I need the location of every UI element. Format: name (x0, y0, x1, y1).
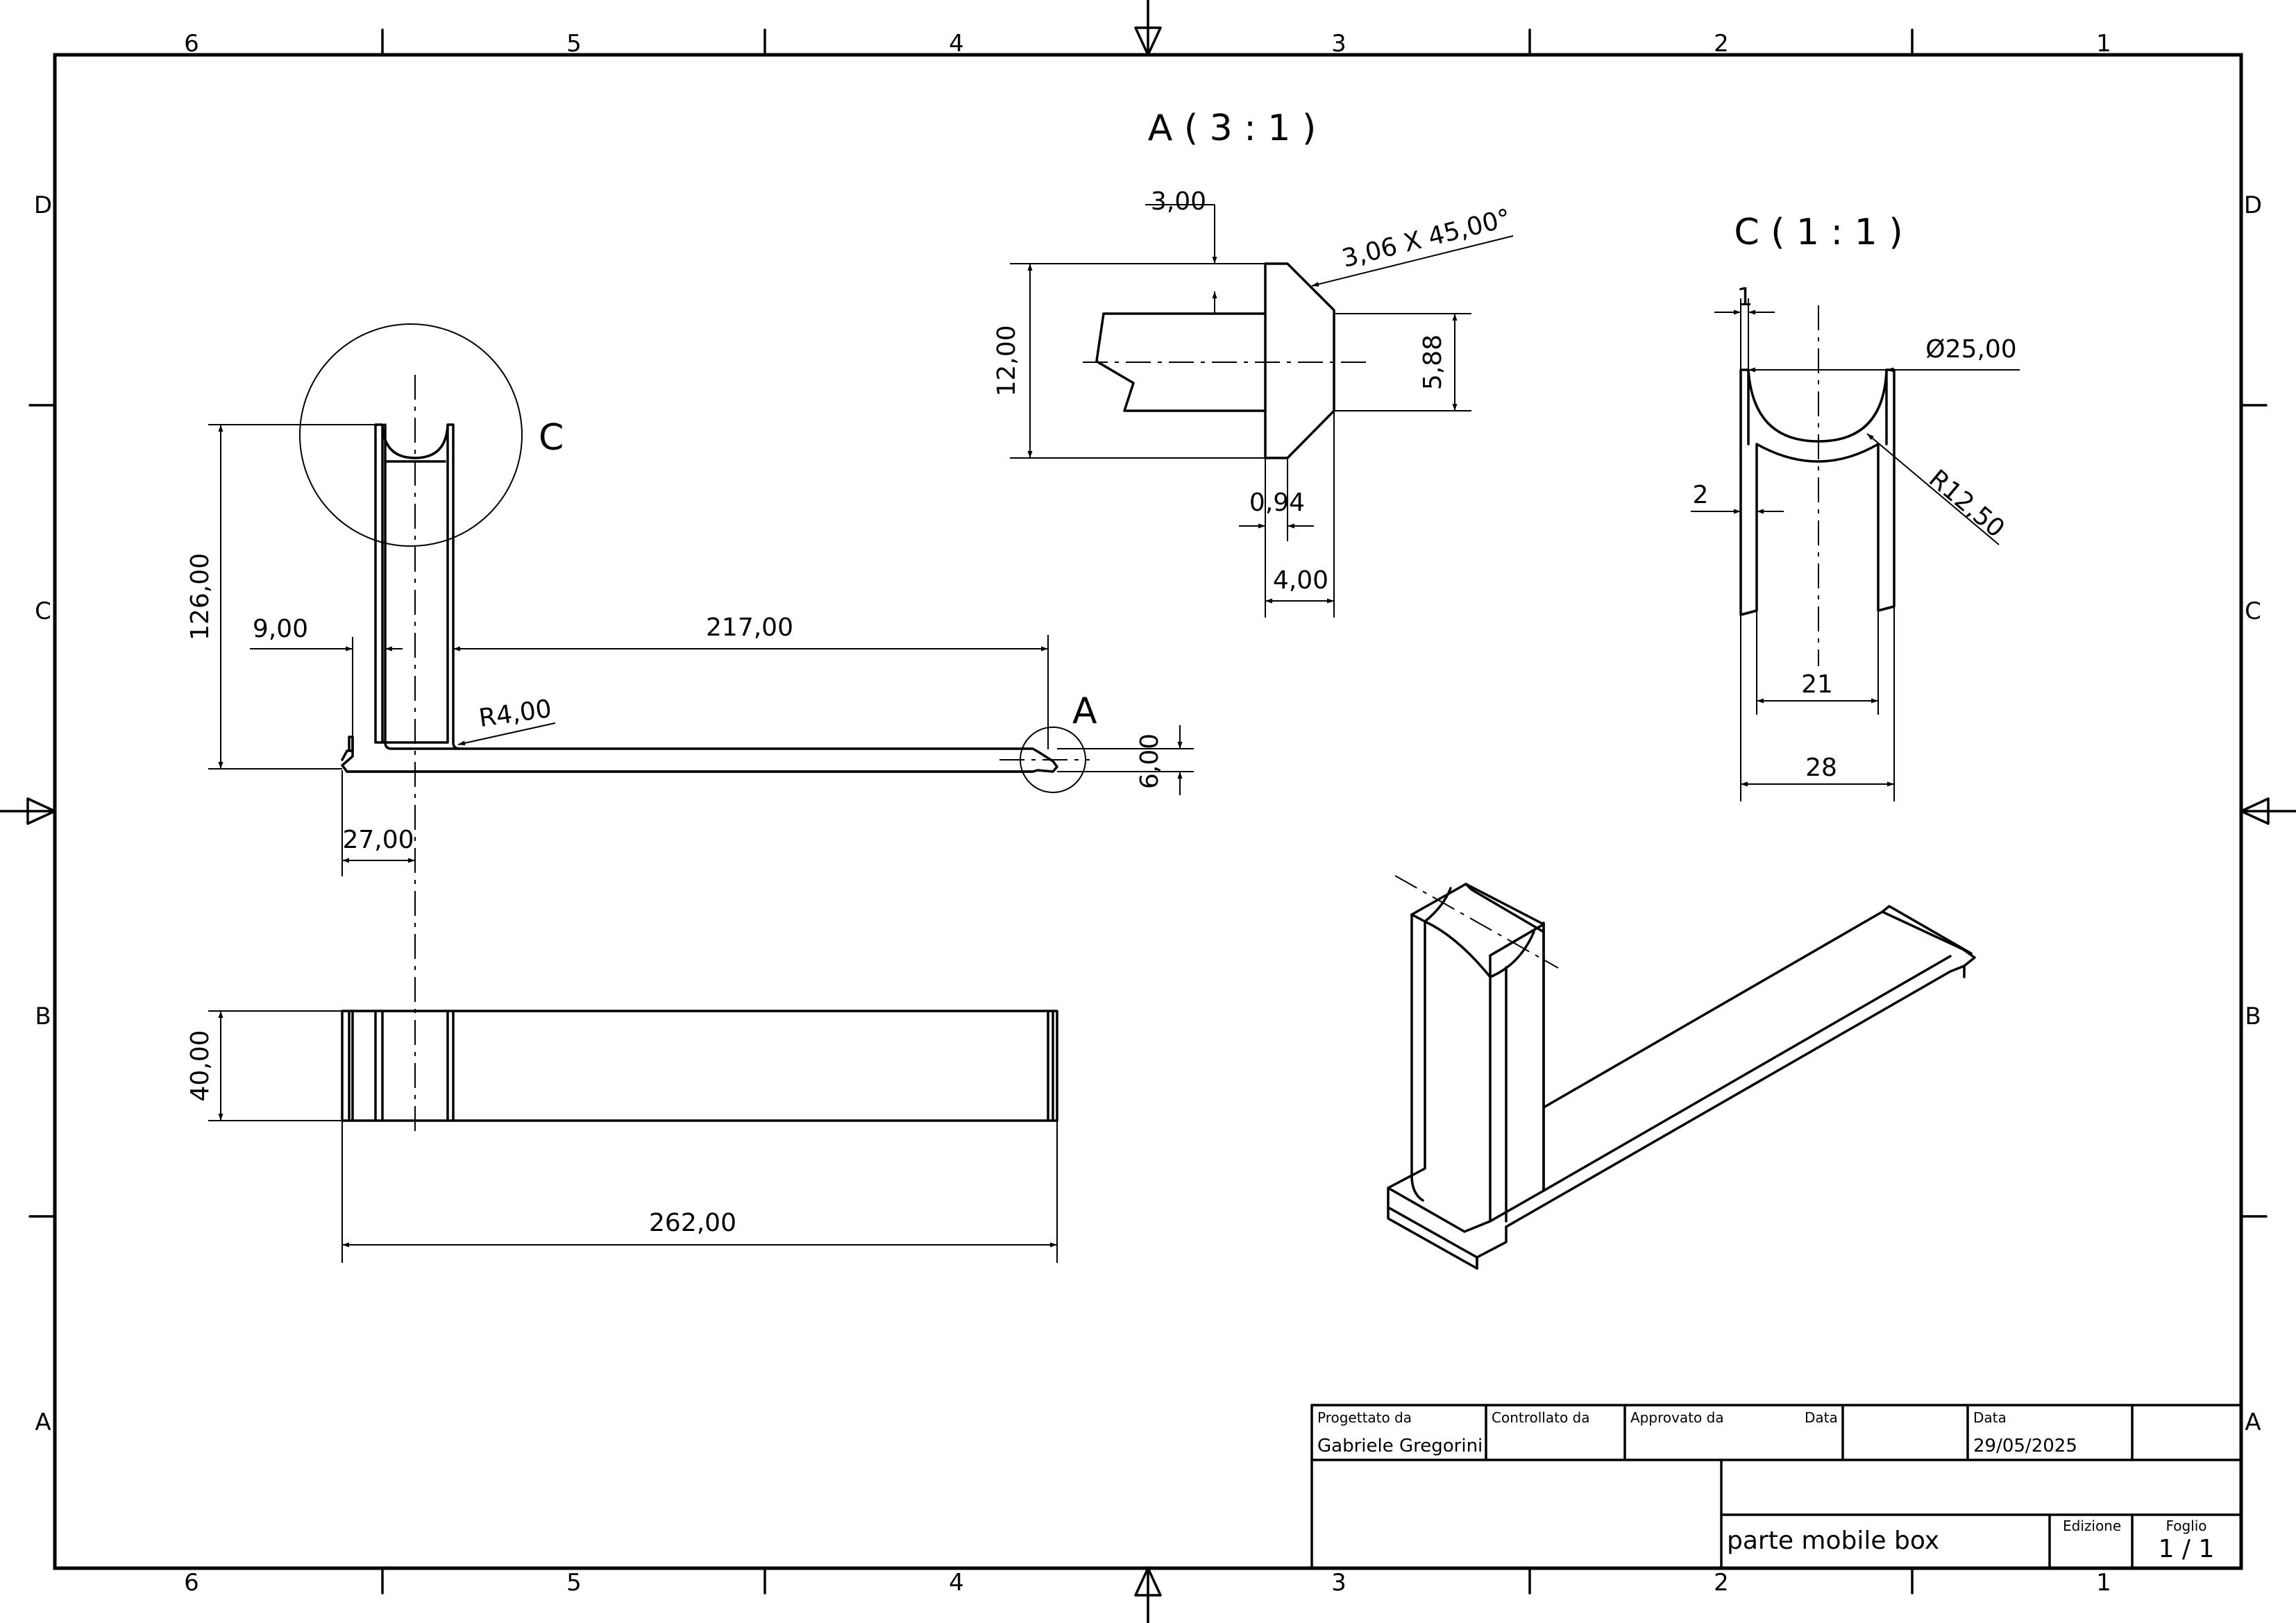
dim-offset: 27,00 (341, 770, 415, 876)
grid-column-label: 5 (566, 30, 582, 58)
grid-column-label: 4 (949, 30, 964, 58)
u-channel (374, 423, 461, 750)
edition-label: Edizione (2063, 1518, 2121, 1534)
drawing-title: parte mobile box (1727, 1527, 1939, 1555)
dim-label: 2 (1693, 481, 1709, 509)
dim-label: 9,00 (253, 615, 308, 643)
grid-column-label: 3 (1331, 1569, 1347, 1597)
detail-a-profile (1095, 262, 1335, 459)
dim-label: 40,00 (186, 1030, 214, 1101)
approved-by-label: Approvato da (1630, 1409, 1724, 1426)
column-labels-bottom: 6 5 4 3 2 1 (184, 1569, 2111, 1597)
dim-label: 27,00 (342, 826, 414, 854)
detail-c-marker: C (539, 417, 564, 459)
dim-length: 217,00 (453, 613, 1049, 749)
dim-label: 5,88 (1419, 334, 1447, 390)
dim-label: 1 (1737, 283, 1753, 312)
detail-c-circle (299, 323, 523, 547)
dim-overall-length: 262,00 (341, 1121, 1058, 1263)
detail-a-title: A ( 3 : 1 ) (1148, 108, 1316, 149)
dim-label: 12,00 (993, 325, 1021, 396)
dim-a-gap: 0,94 (1239, 458, 1314, 618)
dim-c-inner: 21 (1756, 611, 1879, 715)
grid-row-label: B (35, 1003, 51, 1030)
dim-label: 3,00 (1151, 187, 1206, 216)
designed-by-label: Progettato da (1317, 1409, 1412, 1426)
grid-column-label: 1 (2096, 30, 2111, 58)
detail-c-profile (1739, 368, 1896, 616)
dim-width: 40,00 (186, 1010, 342, 1121)
dim-label: 21 (1801, 670, 1833, 699)
dim-label: R12,50 (1923, 464, 2009, 543)
grid-column-label: 6 (184, 1569, 199, 1597)
grid-column-label: 2 (1714, 1569, 1729, 1597)
dim-a-top: 3,00 (1145, 187, 1217, 314)
row-labels-left: D C B A (34, 192, 52, 1436)
grid-row-label: D (2244, 192, 2262, 219)
detail-c-view: C ( 1 : 1 ) 1 Ø25,00 2 R12,50 (1691, 212, 2020, 801)
dim-thickness: 6,00 (1057, 725, 1194, 795)
dim-label: 3,06 X 45,00° (1340, 204, 1514, 273)
grid-column-label: 4 (949, 1569, 964, 1597)
grid-column-label: 1 (2096, 1569, 2111, 1597)
date-label: Data (1973, 1409, 2007, 1426)
designed-by-value: Gabriele Gregorini (1317, 1436, 1483, 1456)
front-view: C A 126,00 9,00 217,00 R4,00 (186, 323, 1194, 1131)
checked-by-label: Controllato da (1492, 1409, 1590, 1426)
column-labels-top: 6 5 4 3 2 1 (184, 30, 2111, 58)
approved-date-label: Data (1805, 1409, 1838, 1426)
dim-wall: 9,00 (250, 615, 403, 736)
grid-row-label: A (2245, 1409, 2261, 1436)
grid-column-label: 3 (1331, 30, 1347, 58)
dim-label: Ø25,00 (1925, 335, 2016, 364)
dim-c-diameter: Ø25,00 (1748, 335, 2020, 373)
top-view: 40,00 262,00 (186, 1010, 1058, 1263)
grid-row-label: C (35, 597, 51, 625)
dim-label: 6,00 (1136, 733, 1164, 789)
dim-label: R4,00 (477, 695, 553, 733)
front-view-profile (341, 423, 1058, 773)
dim-a-depth: 4,00 (1265, 411, 1335, 618)
isometric-view (1387, 875, 1976, 1270)
row-labels-right: D C B A (2244, 192, 2262, 1436)
grid-row-label: A (35, 1409, 51, 1436)
dim-label: 4,00 (1273, 566, 1328, 595)
dim-a-chamfer: 3,06 X 45,00° (1311, 204, 1514, 287)
dim-label: 262,00 (649, 1209, 736, 1237)
detail-c-title: C ( 1 : 1 ) (1734, 212, 1902, 253)
detail-a-circle (1020, 726, 1086, 793)
dim-c-wall: 2 (1691, 444, 1784, 527)
sheet-number: 1 / 1 (2159, 1535, 2215, 1563)
grid-column-label: 2 (1714, 30, 1729, 58)
dim-c-radius: R12,50 (1866, 433, 2010, 545)
sheet-label: Foglio (2166, 1518, 2206, 1534)
grid-row-label: D (34, 192, 52, 219)
dim-height: 126,00 (186, 424, 385, 770)
dim-c-wall-top: 1 (1714, 283, 1775, 370)
grid-column-label: 5 (566, 1569, 582, 1597)
dim-label: 217,00 (706, 613, 793, 642)
dim-a-height: 12,00 (993, 263, 1265, 459)
title-block: Progettato da Gabriele Gregorini Control… (1310, 1404, 2243, 1570)
dim-c-outer: 28 (1740, 606, 1895, 801)
date-value: 29/05/2025 (1973, 1436, 2077, 1456)
dim-radius: R4,00 (457, 695, 556, 746)
dim-label: 126,00 (186, 553, 214, 640)
frame-ticks (28, 28, 2268, 1595)
detail-a-view: A ( 3 : 1 ) 3,00 3,06 X 45,00° 12,00 5,8… (993, 108, 1514, 618)
grid-row-label: C (2245, 597, 2261, 625)
grid-row-label: B (2245, 1003, 2261, 1030)
dim-label: 0,94 (1249, 488, 1305, 517)
dim-a-lip: 5,88 (1334, 313, 1471, 411)
grid-column-label: 6 (184, 30, 199, 58)
dim-label: 28 (1805, 754, 1837, 782)
detail-a-marker: A (1072, 690, 1097, 732)
